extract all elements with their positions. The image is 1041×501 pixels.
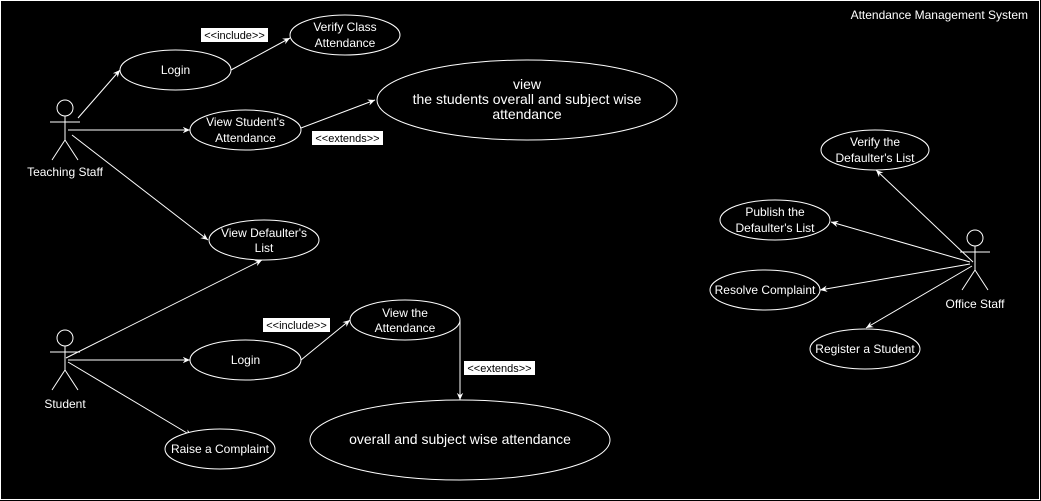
- edge-os-verify-defaulters: [875, 169, 974, 263]
- use-case-label: Login: [161, 63, 190, 77]
- use-case-label: Register a Student: [815, 342, 915, 356]
- stick-figure-icon: [50, 329, 80, 391]
- actor-label: Office Staff: [946, 297, 1006, 311]
- actor-teaching-staff[interactable]: Teaching Staff: [27, 99, 104, 179]
- edge-ts-view-defaulters: [71, 134, 209, 241]
- use-case-label: Attendance: [315, 36, 376, 50]
- use-case-label: Raise a Complaint: [171, 442, 270, 456]
- use-case-label: Attendance: [375, 321, 436, 335]
- actor-student[interactable]: Student: [44, 329, 86, 411]
- use-case-verify-defaulters-list[interactable]: Verify the Defaulter's List: [820, 129, 930, 171]
- use-case-label: attendance: [492, 106, 561, 122]
- use-case-student-login[interactable]: Login: [189, 339, 302, 381]
- use-case-ts-login[interactable]: Login: [119, 49, 232, 91]
- use-case-label: overall and subject wise attendance: [349, 431, 571, 447]
- use-case-label: Login: [231, 353, 260, 367]
- stick-figure-icon: [50, 99, 80, 161]
- stereotype-label: <<extends>>: [467, 363, 531, 375]
- use-case-label: View the: [382, 306, 428, 320]
- edge-login-view-att: [300, 319, 351, 361]
- edge-os-resolve-complaint: [819, 263, 971, 292]
- use-case-label: Defaulter's List: [736, 221, 816, 235]
- edge-view-student-att-overall: [300, 99, 376, 129]
- use-case-view-defaulters-list[interactable]: View Defaulter's List: [208, 219, 320, 261]
- use-case-view-overall-attendance[interactable]: view the students overall and subject wi…: [376, 59, 678, 141]
- stereotype-include-login-verify: <<include>>: [201, 28, 268, 42]
- diagram-title: Attendance Management System: [851, 8, 1028, 22]
- use-case-view-attendance[interactable]: View the Attendance: [349, 299, 461, 341]
- stereotype-label: <<include>>: [266, 320, 327, 332]
- edge-student-view-defaulters: [65, 259, 263, 359]
- stereotype-label: <<extends>>: [315, 133, 379, 145]
- edges: [65, 37, 974, 437]
- edge-student-raise-complaint: [67, 361, 193, 437]
- use-case-label: Verify the: [850, 135, 900, 149]
- actor-label: Student: [44, 397, 86, 411]
- use-case-label: Defaulter's List: [836, 151, 916, 165]
- use-case-label: Attendance: [215, 131, 276, 145]
- edge-login-verify-class: [230, 37, 291, 71]
- use-case-label: view: [513, 76, 542, 92]
- use-case-label: List: [255, 241, 274, 255]
- stereotype-label: <<include>>: [204, 30, 265, 42]
- use-case-label: Publish the: [745, 205, 805, 219]
- edge-os-publish-defaulters: [830, 220, 971, 263]
- stereotype-extends-view-overall: <<extends>>: [312, 131, 383, 145]
- stick-figure-icon: [960, 229, 990, 291]
- use-case-label: View Student's: [206, 115, 285, 129]
- use-case-view-student-attendance[interactable]: View Student's Attendance: [189, 109, 302, 151]
- use-case-overall-subject-attendance[interactable]: overall and subject wise attendance: [309, 399, 611, 481]
- use-case-label: View Defaulter's: [221, 226, 307, 240]
- actor-label: Teaching Staff: [27, 165, 103, 179]
- use-case-label: Verify Class: [313, 20, 376, 34]
- stereotype-include-login-view-att: <<include>>: [263, 318, 330, 332]
- use-case-raise-complaint[interactable]: Raise a Complaint: [164, 428, 276, 470]
- edge-ts-login: [77, 69, 121, 119]
- use-case-publish-defaulters-list[interactable]: Publish the Defaulter's List: [719, 199, 831, 241]
- use-case-register-student[interactable]: Register a Student: [809, 328, 921, 370]
- edge-os-register-student: [865, 265, 973, 329]
- use-case-resolve-complaint[interactable]: Resolve Complaint: [709, 269, 821, 311]
- use-case-label: the students overall and subject wise: [413, 91, 642, 107]
- use-case-label: Resolve Complaint: [715, 283, 816, 297]
- use-case-verify-class-attendance[interactable]: Verify Class Attendance: [289, 14, 401, 56]
- actor-office-staff[interactable]: Office Staff: [946, 229, 1006, 311]
- stereotype-extends-overall-subject: <<extends>>: [464, 361, 535, 375]
